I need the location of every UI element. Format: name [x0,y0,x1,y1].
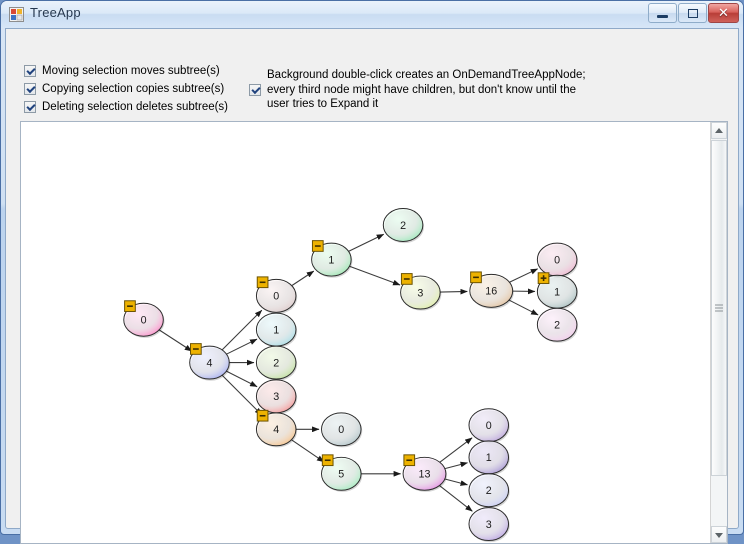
tree-edge [445,479,468,485]
tree-node[interactable]: 1 [537,273,578,310]
checkbox-checked-icon[interactable] [24,65,36,77]
minus-icon [127,305,133,307]
node-label: 2 [486,485,492,497]
checkbox-deleting-selection[interactable]: Deleting selection deletes subtree(s) [24,100,228,114]
tree-edge [222,310,262,350]
node-label: 2 [554,319,560,331]
tree-edge [440,438,472,462]
node-label: 1 [554,287,560,299]
tree-node[interactable]: 3 [256,380,297,415]
node-label: 2 [400,220,406,232]
checkbox-checked-icon[interactable] [249,84,261,96]
minimize-icon [649,4,676,22]
tree-node[interactable]: 0 [124,301,165,338]
node-label: 2 [273,357,279,369]
tree-edge [509,300,538,315]
tree-node[interactable]: 4 [190,344,231,381]
tree-edge [292,440,324,462]
tree-node[interactable]: 0 [322,413,363,448]
tree-node[interactable]: 2 [383,209,424,244]
node-label: 3 [486,519,492,531]
tree-edge [439,486,472,512]
checkbox-moving-selection[interactable]: Moving selection moves subtree(s) [24,64,220,78]
tree-node[interactable]: 0 [469,409,510,444]
node-label: 0 [141,315,147,327]
tree-edge [292,271,314,286]
minus-icon [473,277,479,279]
tree-node[interactable]: 2 [256,346,297,381]
scroll-grip-icon [715,305,723,312]
tree-canvas-panel[interactable]: 0 4 0 1 2 3 4 1 2 3 16 0 1 2 0 5 13 0 1 2 3 [20,121,728,544]
tree-node[interactable]: 4 [256,410,297,447]
tree-edge [222,375,262,415]
client-area: Moving selection moves subtree(s) Copyin… [5,28,739,529]
node-label: 16 [485,286,497,298]
minus-icon [315,245,321,247]
checkbox-label: Copying selection copies subtree(s) [42,82,224,96]
node-label: 4 [273,424,279,436]
tree-node[interactable]: 3 [469,508,510,543]
tree-node[interactable]: 1 [469,441,510,476]
maximize-button[interactable] [678,3,707,23]
close-icon: ✕ [709,4,738,22]
node-label: 3 [273,391,279,403]
tree-nodes: 0 4 0 1 2 3 4 1 2 3 16 0 1 2 0 5 13 0 1 2 3 [124,209,578,543]
checkbox-checked-icon[interactable] [24,101,36,113]
checkbox-label: Deleting selection deletes subtree(s) [42,100,228,114]
checkbox-copying-selection[interactable]: Copying selection copies subtree(s) [24,82,224,96]
tree-edge [509,269,537,282]
tree-edge [445,463,468,469]
minus-icon [325,459,331,461]
minimize-button[interactable] [648,3,677,23]
tree-node[interactable]: 2 [537,308,578,343]
tree-node[interactable]: 16 [470,272,514,309]
minus-icon [193,348,199,350]
node-label: 0 [338,424,344,436]
scroll-down-arrow [715,533,723,538]
checkbox-label: Background double-click creates an OnDem… [267,68,597,112]
node-label: 4 [206,357,212,369]
app-window-icon [9,7,24,22]
tree-edge [440,291,467,292]
scroll-up-arrow [715,128,723,133]
tree-node[interactable]: 1 [312,241,353,278]
tree-node[interactable]: 1 [256,313,297,348]
node-label: 3 [417,287,423,299]
tree-node[interactable]: 3 [401,274,442,311]
maximize-icon [679,4,706,22]
node-label: 0 [554,254,560,266]
minus-icon [260,282,266,284]
node-label: 1 [328,254,334,266]
tree-node[interactable]: 0 [256,277,297,314]
scroll-up-button[interactable] [711,122,727,139]
minus-icon [406,459,412,461]
tree-edge [349,234,384,251]
tree-edge [349,266,400,285]
node-label: 13 [419,469,431,481]
tree-edge [159,330,192,351]
minus-icon [404,278,410,280]
node-label: 0 [273,291,279,303]
title-bar[interactable]: TreeApp ✕ [1,1,743,28]
checkbox-checked-icon[interactable] [24,83,36,95]
window-title: TreeApp [30,5,81,20]
minus-icon [260,415,266,417]
vertical-scrollbar[interactable] [710,122,727,543]
plus-icon [543,275,545,281]
tree-graph[interactable]: 0 4 0 1 2 3 4 1 2 3 16 0 1 2 0 5 13 0 1 2 3 [21,122,711,543]
scroll-thumb[interactable] [711,140,727,476]
tree-canvas[interactable]: 0 4 0 1 2 3 4 1 2 3 16 0 1 2 0 5 13 0 1 2 3 [21,122,711,543]
node-label: 1 [486,452,492,464]
tree-node[interactable]: 13 [403,455,447,492]
node-label: 0 [486,420,492,432]
node-label: 1 [273,324,279,336]
tree-node[interactable]: 2 [469,474,510,509]
close-button[interactable]: ✕ [708,3,739,23]
node-label: 5 [338,469,344,481]
tree-node[interactable]: 5 [322,455,363,492]
checkbox-ondemand-node[interactable]: Background double-click creates an OnDem… [249,68,597,112]
checkbox-label: Moving selection moves subtree(s) [42,64,220,78]
